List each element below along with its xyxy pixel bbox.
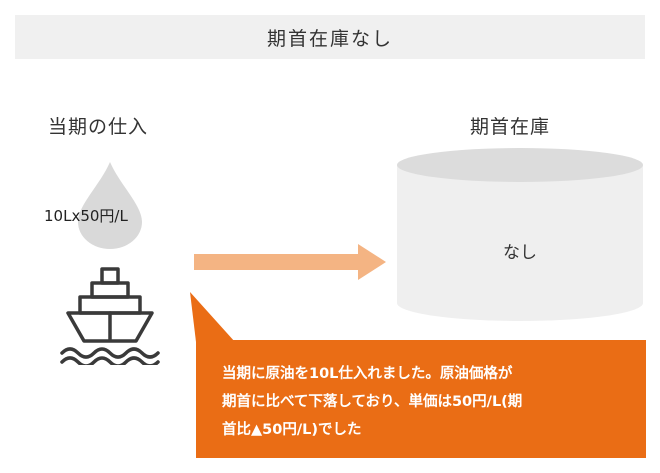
inventory-label: 期首在庫 [470,116,551,138]
purchase-label: 当期の仕入 [48,116,149,138]
callout-pointer [190,292,235,342]
tanker-ship-icon [60,267,160,365]
callout-line-3: 首比▲50円/L)でした [222,422,362,438]
oil-drop-icon [78,162,142,249]
callout-line-2: 期首に比べて下落しており、単価は50円/L(期 [222,394,523,410]
flow-arrow [194,244,386,280]
page-title-bar: 期首在庫なし [15,15,645,59]
purchase-price: 10Lx50円/L [44,207,128,225]
page-title: 期首在庫なし [266,27,393,50]
callout-box: 当期に原油を10L仕入れました。原油価格が 期首に比べて下落しており、単価は50… [196,340,646,458]
storage-tank-icon [397,148,643,321]
callout-line-1: 当期に原油を10L仕入れました。原油価格が [222,366,513,382]
inventory-content: なし [503,243,537,263]
